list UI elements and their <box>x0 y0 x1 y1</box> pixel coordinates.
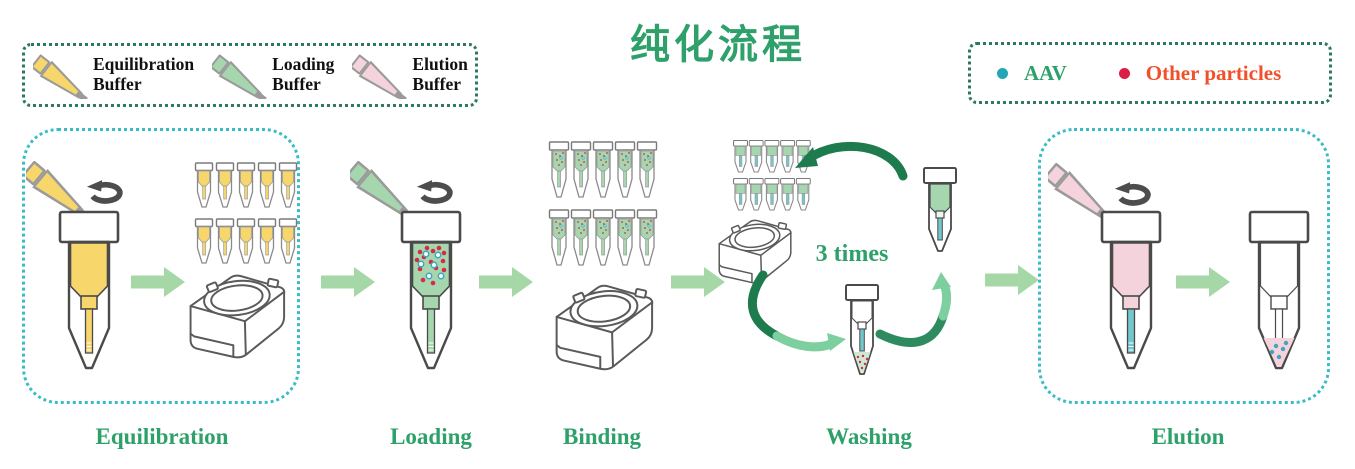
aav-label: AAV <box>1024 60 1067 85</box>
rotate-icon <box>414 178 456 207</box>
stage-label-equilibration: Equilibration <box>95 424 229 449</box>
pipette-tip-icon <box>33 52 89 99</box>
legend-item-equilibration-buffer: Equilibration Buffer <box>33 51 194 99</box>
legend-label-line1: Equilibration <box>93 54 195 75</box>
legend-label-line2: Buffer <box>412 74 462 94</box>
legend-label: Loading Buffer <box>272 55 334 94</box>
legend-label-line2: Buffer <box>93 74 142 94</box>
particle-legend: AAV Other particles <box>968 42 1332 104</box>
centrifuge-icon <box>189 274 286 359</box>
flow-arrow-icon <box>131 267 185 297</box>
flow-arrow-icon <box>1176 267 1230 297</box>
collection-tube-rack-washing <box>733 140 811 211</box>
rotate-icon <box>1112 180 1154 209</box>
stage-label-loading: Loading <box>390 424 472 449</box>
eluate-tube <box>1248 210 1310 370</box>
flow-arrow-icon <box>479 267 533 297</box>
collection-tube-rack-equilibration <box>194 162 298 264</box>
legend-item-other-particles: Other particles <box>1118 60 1282 86</box>
spin-column-waste <box>845 284 879 375</box>
pipette-tip-icon <box>352 52 409 99</box>
flow-arrow-icon <box>985 265 1039 295</box>
legend-item-loading-buffer: Loading Buffer <box>212 51 334 99</box>
collection-tube-rack-binding <box>548 141 658 266</box>
legend-item-aav: AAV <box>997 61 1067 86</box>
legend-label-line1: Elution <box>412 54 468 75</box>
stage-label-elution: Elution <box>1151 424 1225 449</box>
page-title: 纯化流程 <box>630 22 806 68</box>
legend-label-line2: Buffer <box>272 74 321 94</box>
stage-label-washing: Washing <box>826 424 912 449</box>
legend-label: Elution Buffer <box>412 55 467 94</box>
spin-column-loading <box>400 210 462 370</box>
other-particles-dot-icon <box>1118 67 1130 79</box>
legend-label-line1: Loading <box>272 54 335 75</box>
centrifuge-icon <box>718 219 792 284</box>
elution-stage-box <box>1038 128 1330 404</box>
stage-label-binding: Binding <box>563 424 641 449</box>
legend-label: Equilibration Buffer <box>93 55 194 94</box>
other-particles-label: Other particles <box>1145 60 1282 85</box>
flow-arrow-icon <box>321 267 375 297</box>
rotate-icon <box>84 178 126 207</box>
spin-column-elution <box>1100 210 1162 370</box>
legend-item-elution-buffer: Elution Buffer <box>352 51 468 99</box>
buffer-legend: Equilibration Buffer Loading Buffer Elut… <box>22 43 478 107</box>
centrifuge-icon <box>555 284 654 371</box>
equilibration-stage-box <box>22 128 300 404</box>
spin-column-equilibration <box>58 210 120 370</box>
aav-dot-icon <box>997 67 1008 79</box>
spin-column-washing <box>923 167 957 252</box>
wash-cycle-count-label: 3 times <box>815 241 889 267</box>
pipette-tip-icon <box>212 52 269 99</box>
